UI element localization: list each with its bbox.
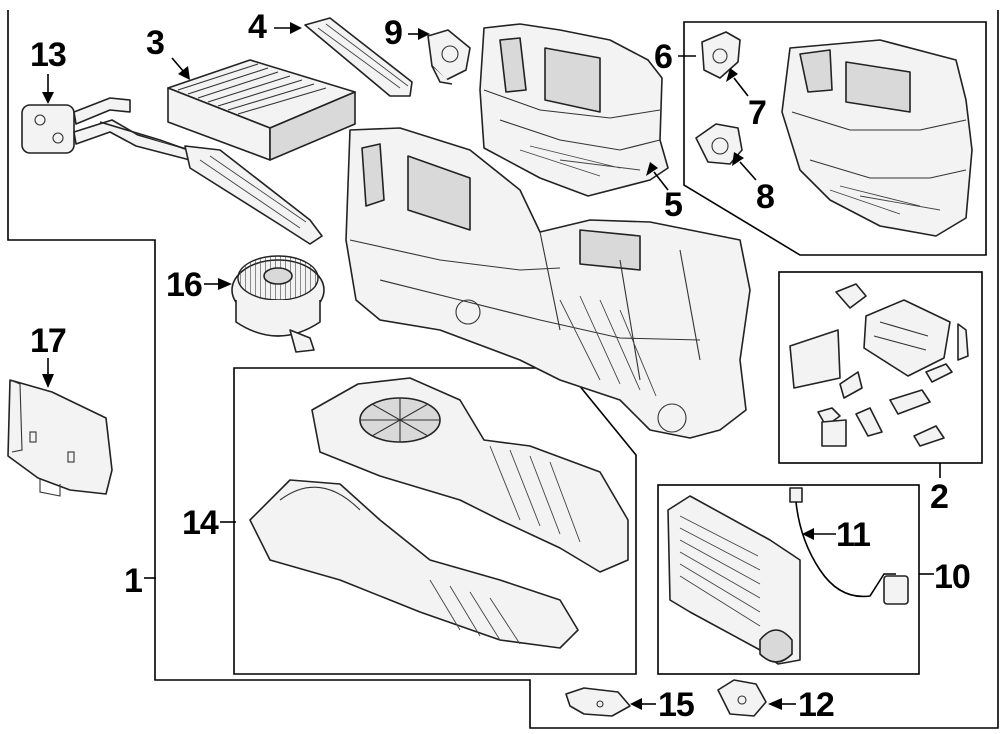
heater-core-part [21, 97, 323, 245]
actuator-part-9 [427, 29, 471, 85]
callout-17: 17 [30, 322, 66, 360]
callout-12: 12 [798, 686, 834, 724]
callout-13: 13 [30, 36, 66, 74]
group-frame-2 [778, 271, 983, 464]
hvac-case-main [345, 127, 751, 439]
group-frame-6-8 [683, 21, 987, 256]
evaporator-part [667, 495, 801, 665]
callout-2: 2 [930, 478, 948, 516]
bracket-part [304, 17, 413, 97]
callout-8: 8 [756, 178, 774, 216]
callout-10: 10 [934, 558, 970, 596]
callout-16: 16 [166, 266, 202, 304]
lower-case-part [249, 377, 629, 649]
callout-15: 15 [658, 686, 694, 724]
callout-5: 5 [664, 186, 682, 224]
actuator-part-8 [695, 123, 743, 165]
callout-7: 7 [748, 94, 766, 132]
callout-14: 14 [182, 504, 219, 542]
callout-labels: 13 3 4 9 6 7 5 8 16 17 14 1 2 11 10 15 1… [30, 8, 971, 724]
actuator-part-6 [701, 31, 741, 79]
part-12 [717, 679, 767, 717]
callout-9: 9 [384, 14, 402, 52]
group-frame-14 [233, 367, 637, 675]
callout-1: 1 [124, 562, 142, 600]
cabin-filter-part [167, 59, 356, 161]
part-15 [565, 687, 631, 717]
sensor-part [789, 487, 909, 605]
callout-6: 6 [654, 38, 672, 76]
group-frame-10 [657, 484, 920, 675]
callout-11: 11 [836, 516, 870, 554]
leader-lines [42, 22, 941, 710]
control-module-part [7, 379, 113, 497]
seal-kit-part [789, 283, 969, 447]
upper-case-part [479, 23, 669, 197]
assembly-frame [7, 10, 999, 729]
callout-3: 3 [146, 24, 164, 62]
case-part-6-group [781, 39, 973, 237]
callout-4: 4 [248, 8, 267, 46]
blower-motor-part [231, 255, 325, 353]
